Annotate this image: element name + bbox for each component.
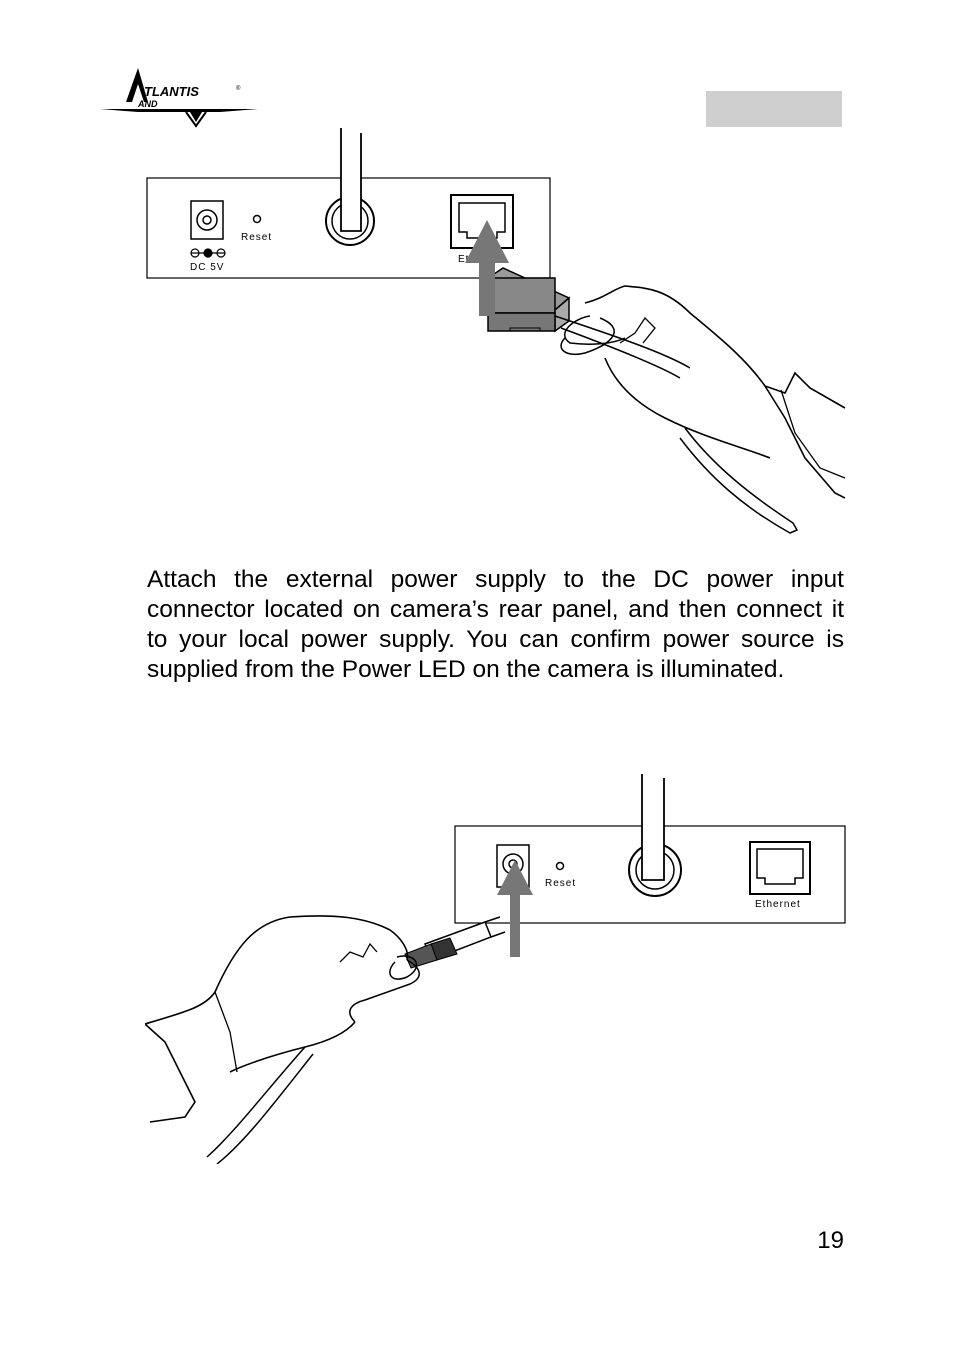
atlantis-land-logo: TLANTIS ® AND: [100, 68, 258, 128]
svg-text:TLANTIS: TLANTIS: [144, 84, 199, 99]
instruction-paragraph: Attach the external power supply to the …: [147, 566, 844, 683]
svg-text:AND: AND: [137, 99, 158, 109]
header-tab-box: [706, 91, 842, 127]
reset-label-2: Reset: [545, 878, 576, 889]
page-number: 19: [817, 1227, 844, 1254]
svg-text:®: ®: [236, 85, 241, 92]
reset-label: Reset: [241, 232, 272, 243]
power-connection-illustration: Reset Ethernet: [145, 772, 847, 1164]
dc-5v-label: DC 5V: [190, 262, 224, 273]
ethernet-label-2: Ethernet: [755, 899, 801, 910]
ethernet-connection-illustration: DC 5V Reset Ethernet: [145, 128, 847, 540]
